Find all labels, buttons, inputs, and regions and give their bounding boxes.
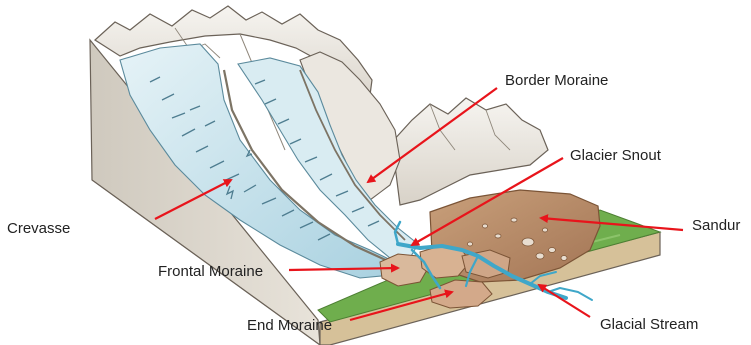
label-frontal-moraine: Frontal Moraine: [158, 263, 263, 280]
label-border-moraine: Border Moraine: [505, 72, 608, 89]
label-glacial-stream: Glacial Stream: [600, 316, 698, 333]
label-sandur: Sandur: [692, 217, 740, 234]
label-crevasse: Crevasse: [7, 220, 70, 237]
label-glacier-snout: Glacier Snout: [570, 147, 662, 164]
label-end-moraine: End Moraine: [247, 317, 332, 334]
